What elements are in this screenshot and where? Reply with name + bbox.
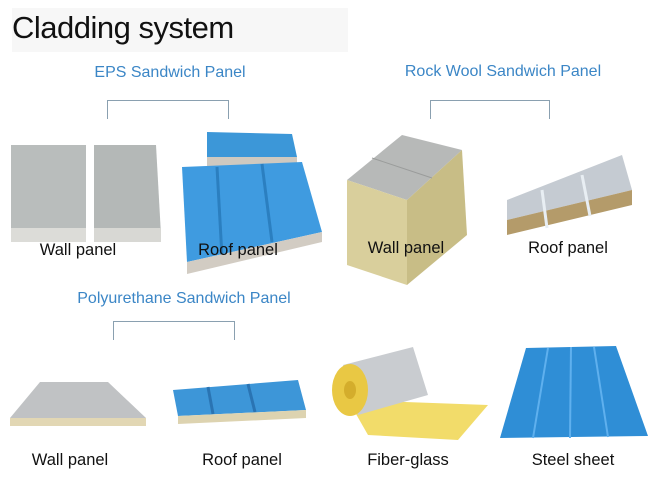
label-rockwool-wall-panel: Wall panel (367, 239, 445, 257)
label-fiberglass: Fiber-glass (367, 451, 449, 469)
label-eps-wall-panel: Wall panel (39, 241, 117, 259)
label-steel-sheet: Steel sheet (531, 451, 615, 469)
pu-wall-panel-image (10, 382, 146, 426)
group-label-rockwool: Rock Wool Sandwich Panel (404, 63, 602, 80)
bracket-rockwool (430, 100, 550, 119)
label-eps-roof-panel: Roof panel (198, 241, 278, 259)
group-label-eps: EPS Sandwich Panel (94, 64, 246, 81)
group-label-polyurethane: Polyurethane Sandwich Panel (77, 290, 291, 307)
label-pu-wall-panel: Wall panel (31, 451, 109, 469)
steel-sheet-image (500, 346, 648, 439)
bracket-polyurethane (113, 321, 235, 340)
eps-roof-panel-image (182, 132, 322, 274)
bracket-eps (107, 100, 229, 119)
rockwool-wall-panel-image (347, 135, 467, 285)
label-pu-roof-panel: Roof panel (202, 451, 282, 469)
label-rockwool-roof-panel: Roof panel (528, 239, 608, 257)
pu-roof-panel-image (173, 380, 306, 424)
rockwool-roof-panel-image (507, 155, 632, 235)
page-title: Cladding system (12, 8, 348, 52)
fiberglass-roll-image (332, 347, 488, 440)
eps-wall-panel-image (11, 145, 161, 242)
